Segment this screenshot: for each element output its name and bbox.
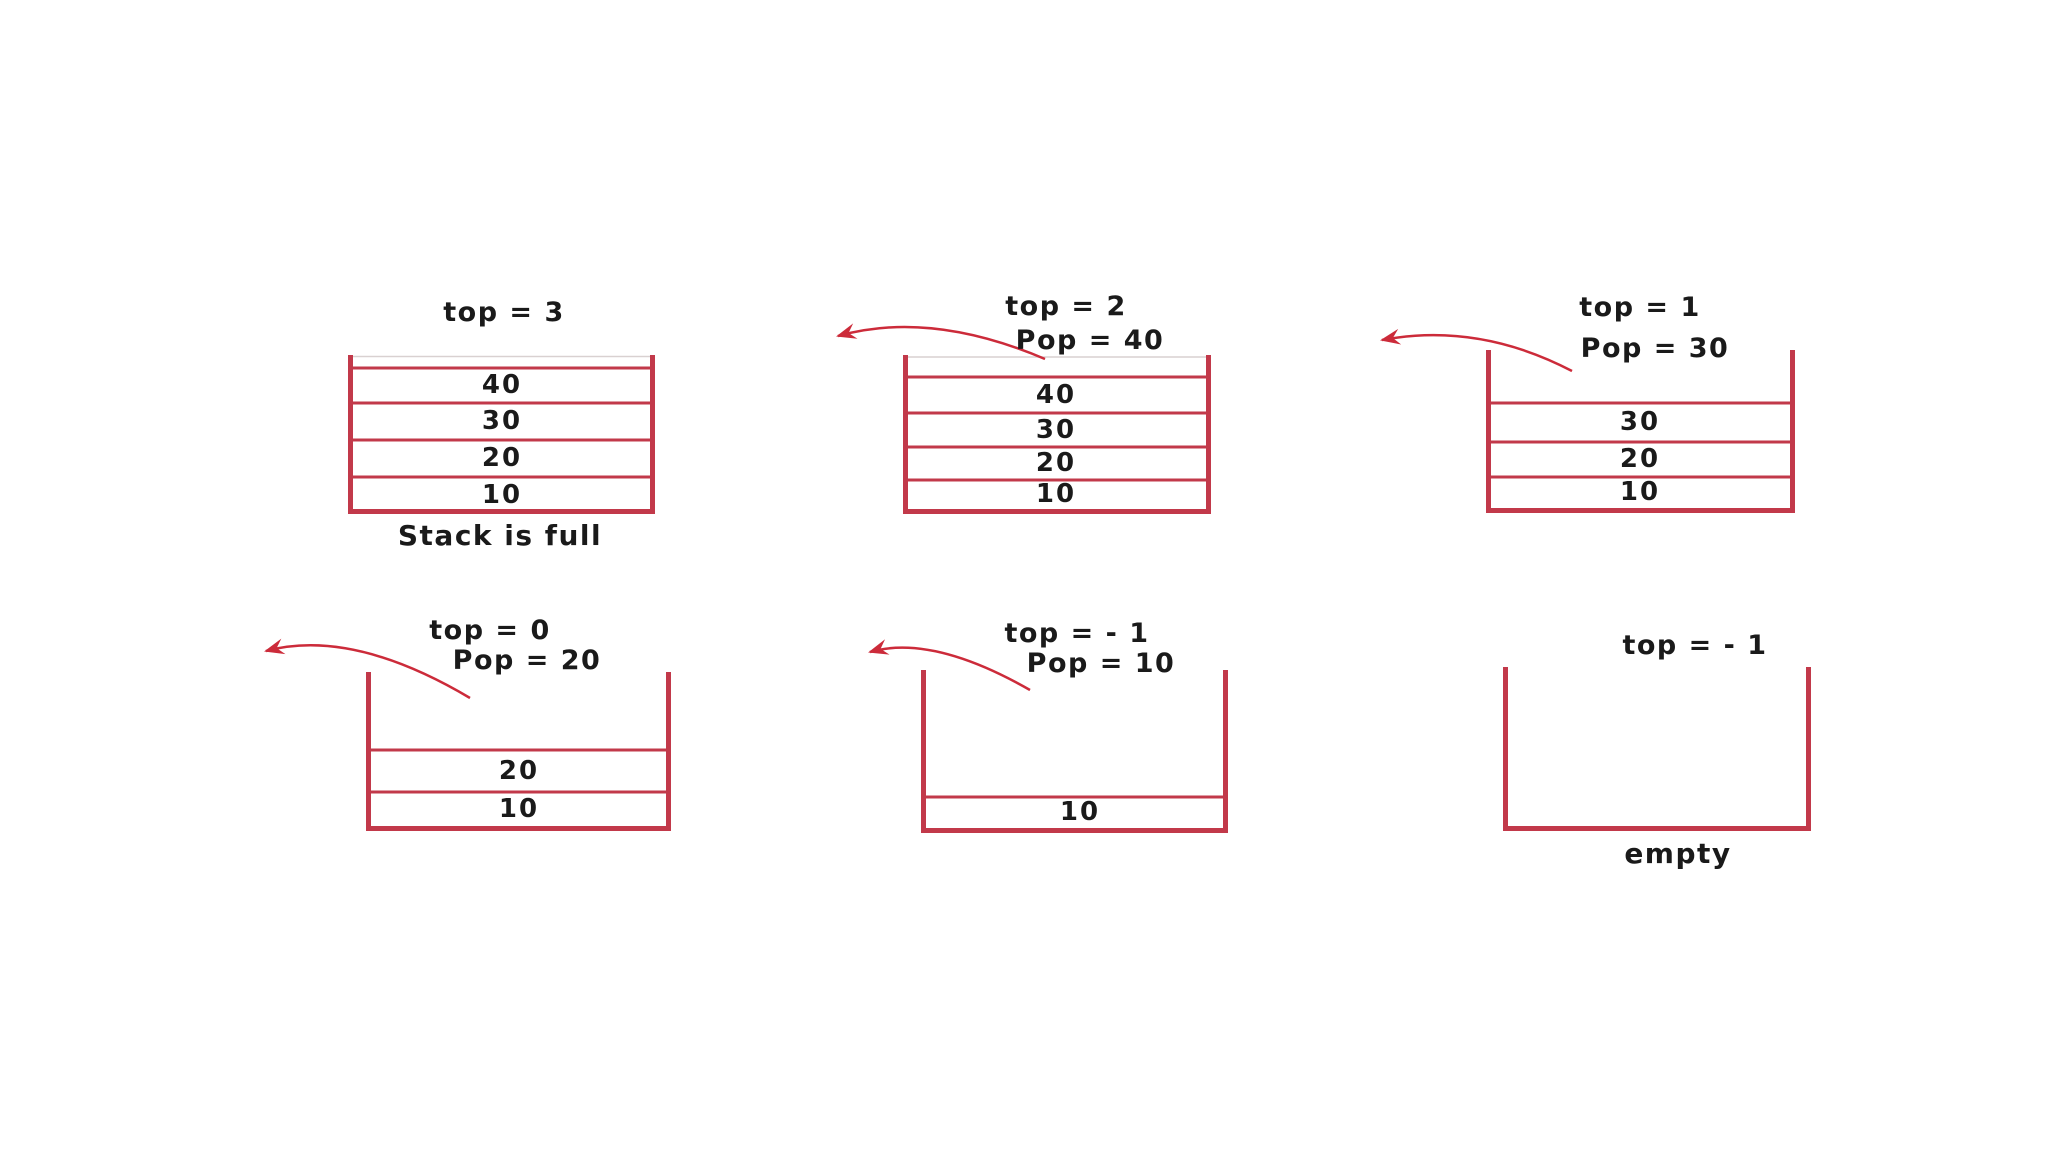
stack-full-cell: 10	[481, 480, 523, 510]
pop-30-pop-label: Pop = 30	[1580, 333, 1730, 364]
pop-10-bottom	[921, 828, 1228, 833]
pop-40-arrow	[836, 323, 1046, 361]
pop-40-pop-label: Pop = 40	[1015, 325, 1165, 356]
pop-30-bottom	[1486, 508, 1795, 513]
stack-full-bottom	[348, 509, 655, 514]
pop-20-pop-label: Pop = 20	[452, 645, 602, 676]
empty-stack-frame	[1503, 667, 1811, 831]
pop-30-cell: 10	[1619, 477, 1661, 507]
pop-30-cell: 30	[1619, 407, 1661, 437]
pop-10-arrow	[868, 639, 1031, 692]
pop-20-cell: 10	[498, 794, 540, 824]
pop-40-left-wall	[903, 355, 908, 514]
pop-20-bottom	[366, 826, 671, 831]
empty-stack-right-wall	[1806, 667, 1811, 831]
pop-10-pop-label: Pop = 10	[1026, 648, 1176, 679]
stack-full-cell: 30	[481, 406, 523, 436]
pop-30-cell: 20	[1619, 444, 1661, 474]
pop-40-right-wall	[1206, 355, 1211, 514]
pop-20-frame	[366, 672, 671, 831]
pop-10-top-label: top = - 1	[1004, 618, 1150, 649]
pop-30-top-label: top = 1	[1579, 292, 1701, 323]
stack-full-frame	[348, 355, 655, 514]
pop-20-right-wall	[666, 672, 671, 831]
pop-30-left-wall	[1486, 350, 1491, 513]
pop-40-frame	[903, 355, 1211, 514]
pop-40-top-label: top = 2	[1005, 291, 1127, 322]
stack-full-cell: 20	[481, 443, 523, 473]
pop-30-frame	[1486, 350, 1795, 513]
pop-40-cell: 20	[1035, 448, 1077, 478]
stack-full-left-wall	[348, 355, 353, 514]
empty-stack-left-wall	[1503, 667, 1508, 831]
pop-10-cell: 10	[1059, 797, 1101, 827]
pop-20-top-label: top = 0	[429, 615, 551, 646]
pop-10-frame	[921, 670, 1228, 833]
pop-10-left-wall	[921, 670, 926, 833]
pop-40-bottom	[903, 509, 1211, 514]
pop-30-arrow	[1380, 328, 1573, 373]
stack-full-caption: Stack is full	[397, 519, 603, 552]
empty-stack-top-label: top = - 1	[1622, 630, 1768, 661]
pop-30-right-wall	[1790, 350, 1795, 513]
stack-full-cell: 40	[481, 370, 523, 400]
pop-20-left-wall	[366, 672, 371, 831]
pop-10-right-wall	[1223, 670, 1228, 833]
pop-40-cell: 10	[1035, 479, 1077, 509]
empty-stack-bottom	[1503, 826, 1811, 831]
stack-full-right-wall	[650, 355, 655, 514]
stack-full-top-label: top = 3	[443, 297, 565, 328]
pop-40-cell: 40	[1035, 380, 1077, 410]
empty-stack-caption: empty	[1624, 837, 1732, 870]
pop-20-arrow	[264, 638, 471, 700]
pop-20-cell: 20	[498, 756, 540, 786]
pop-40-cell: 30	[1035, 415, 1077, 445]
